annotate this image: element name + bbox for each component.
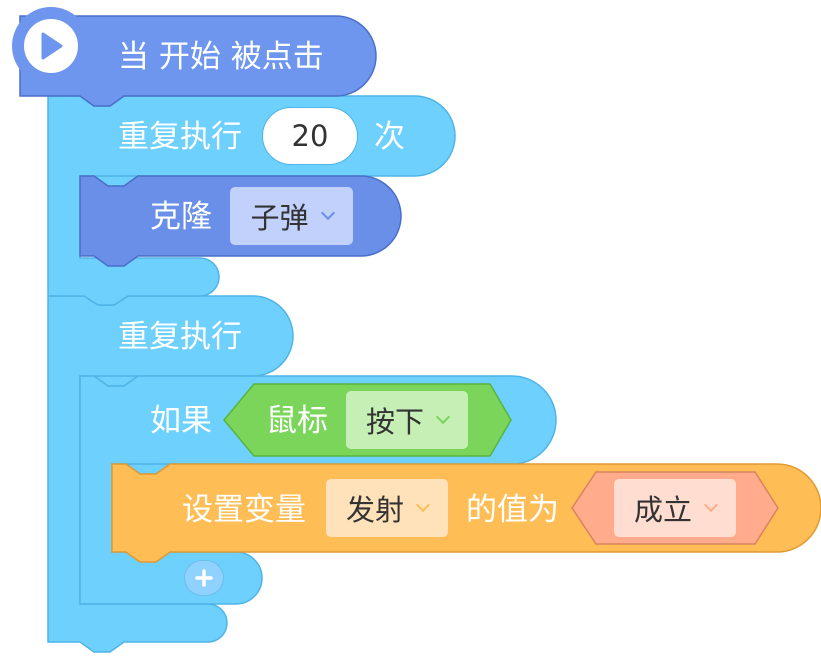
event-label: 当 开始 被点击 xyxy=(118,39,324,75)
set-variable-label: 设置变量 xyxy=(182,492,306,528)
variable-value: 发射 xyxy=(345,493,404,527)
clone-target-value: 子弹 xyxy=(250,201,309,235)
chevron-down-icon xyxy=(703,497,719,513)
value-dropdown-value: 成立 xyxy=(633,493,692,527)
if-label: 如果 xyxy=(150,403,212,439)
value-dropdown[interactable]: 成立 xyxy=(614,479,736,537)
clone-target-dropdown[interactable]: 子弹 xyxy=(230,187,353,245)
event-block-shape[interactable] xyxy=(19,15,377,107)
plus-icon xyxy=(195,569,213,587)
variable-dropdown[interactable]: 发射 xyxy=(326,479,448,537)
add-block-button[interactable] xyxy=(184,560,224,596)
chevron-down-icon xyxy=(415,497,431,513)
set-variable-middle-label: 的值为 xyxy=(466,492,559,528)
mouse-state-value: 按下 xyxy=(365,405,424,439)
forever-label: 重复执行 xyxy=(118,319,242,355)
mouse-sensor-label: 鼠标 xyxy=(266,403,328,439)
repeat-count-input[interactable]: 20 xyxy=(262,107,358,165)
mouse-state-dropdown[interactable]: 按下 xyxy=(346,391,468,449)
repeat-label: 重复执行 xyxy=(118,119,242,155)
play-icon[interactable] xyxy=(12,7,90,85)
clone-label: 克隆 xyxy=(150,199,212,235)
chevron-down-icon xyxy=(320,205,335,221)
repeat-suffix-label: 次 xyxy=(374,119,405,155)
chevron-down-icon xyxy=(435,409,451,425)
play-triangle-icon xyxy=(41,32,63,60)
